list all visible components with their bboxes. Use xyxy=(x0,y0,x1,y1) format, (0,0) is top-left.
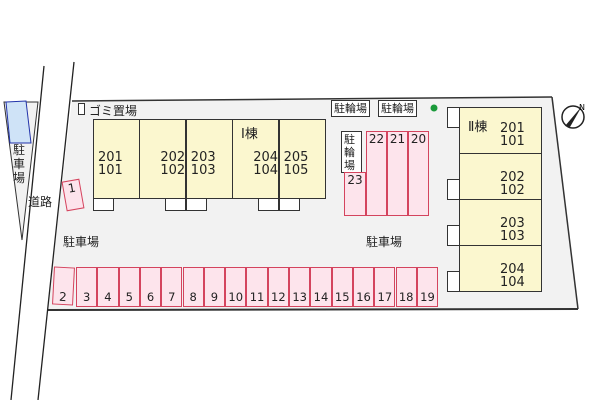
upper-unit: 203 xyxy=(500,216,525,231)
parking-space[interactable]: 10 xyxy=(225,267,247,307)
parking-space[interactable]: 17 xyxy=(374,267,396,307)
entrance xyxy=(258,198,280,211)
lower-unit: 103 xyxy=(500,229,525,244)
parking-space[interactable]: 6 xyxy=(139,267,162,307)
entrance xyxy=(185,198,207,211)
bike-parking-2: 駐輪場 xyxy=(378,100,417,117)
parking-space[interactable]: 15 xyxy=(331,267,353,307)
parking-space[interactable]: 13 xyxy=(289,267,311,307)
road-edge xyxy=(10,65,45,400)
parking-space[interactable]: 4 xyxy=(97,267,119,307)
bike-parking-1: 駐輪場 xyxy=(331,100,370,117)
parking-space[interactable]: 9 xyxy=(203,267,226,307)
upper-unit: 202 xyxy=(500,170,525,185)
building-2-name: Ⅱ棟 xyxy=(468,120,488,135)
entrance xyxy=(165,198,187,211)
upper-unit: 203 xyxy=(190,150,216,165)
garbage-label: ゴミ置場 xyxy=(89,104,138,118)
parking-space[interactable]: 22 xyxy=(366,131,387,216)
parking-space-2[interactable]: 2 xyxy=(52,266,75,306)
lower-unit: 102 xyxy=(160,163,186,178)
entrance xyxy=(447,271,460,292)
parking-space[interactable]: 18 xyxy=(395,267,417,307)
upper-unit: 201 xyxy=(500,121,525,136)
parking-space[interactable]: 12 xyxy=(267,267,289,307)
lower-unit: 102 xyxy=(500,183,525,198)
parking-space[interactable]: 7 xyxy=(161,267,183,307)
entrance xyxy=(447,107,460,128)
road-edge xyxy=(37,61,75,400)
parking-space[interactable]: 19 xyxy=(416,267,439,307)
upper-unit: 205 xyxy=(283,150,309,165)
parking-space[interactable]: 14 xyxy=(310,267,332,307)
lower-unit: 101 xyxy=(98,163,123,178)
parking-space[interactable]: 20 xyxy=(408,131,429,216)
lower-unit: 103 xyxy=(190,163,216,178)
parking-space-23[interactable]: 23 xyxy=(344,172,366,216)
garbage-box xyxy=(78,103,85,115)
lower-unit: 101 xyxy=(500,134,525,149)
bike-parking-3: 駐輪場 xyxy=(341,131,362,173)
upper-unit: 202 xyxy=(160,150,186,165)
parking-space[interactable]: 16 xyxy=(352,267,375,307)
entrance xyxy=(93,198,114,211)
upper-unit: 201 xyxy=(98,150,123,165)
green-dot xyxy=(430,104,438,112)
upper-unit: 204 xyxy=(253,150,279,165)
space-number: 2 xyxy=(58,289,68,305)
parking-space[interactable]: 8 xyxy=(182,267,204,307)
road-label: 道路 xyxy=(28,195,53,209)
left-parking-label: 駐車場 xyxy=(13,143,26,185)
compass-icon: N xyxy=(561,103,585,129)
space-number: 1 xyxy=(66,180,77,196)
space-number: 23 xyxy=(347,173,363,187)
upper-unit: 204 xyxy=(500,262,525,277)
parking-space[interactable]: 11 xyxy=(246,267,268,307)
building-1-name: Ⅰ棟 xyxy=(241,127,258,142)
parking-space[interactable]: 5 xyxy=(118,267,140,307)
parking-space[interactable]: 21 xyxy=(387,131,408,216)
entrance xyxy=(447,179,460,200)
parking-space[interactable]: 3 xyxy=(76,267,98,307)
svg-text:N: N xyxy=(579,103,585,112)
left-parking-space xyxy=(5,100,32,144)
lower-unit: 105 xyxy=(283,163,309,178)
lower-unit: 104 xyxy=(500,275,525,290)
entrance xyxy=(278,198,300,211)
parking-label-left: 駐車場 xyxy=(63,235,100,249)
parking-label-right: 駐車場 xyxy=(366,235,403,249)
lower-unit: 104 xyxy=(253,163,279,178)
entrance xyxy=(447,225,460,246)
